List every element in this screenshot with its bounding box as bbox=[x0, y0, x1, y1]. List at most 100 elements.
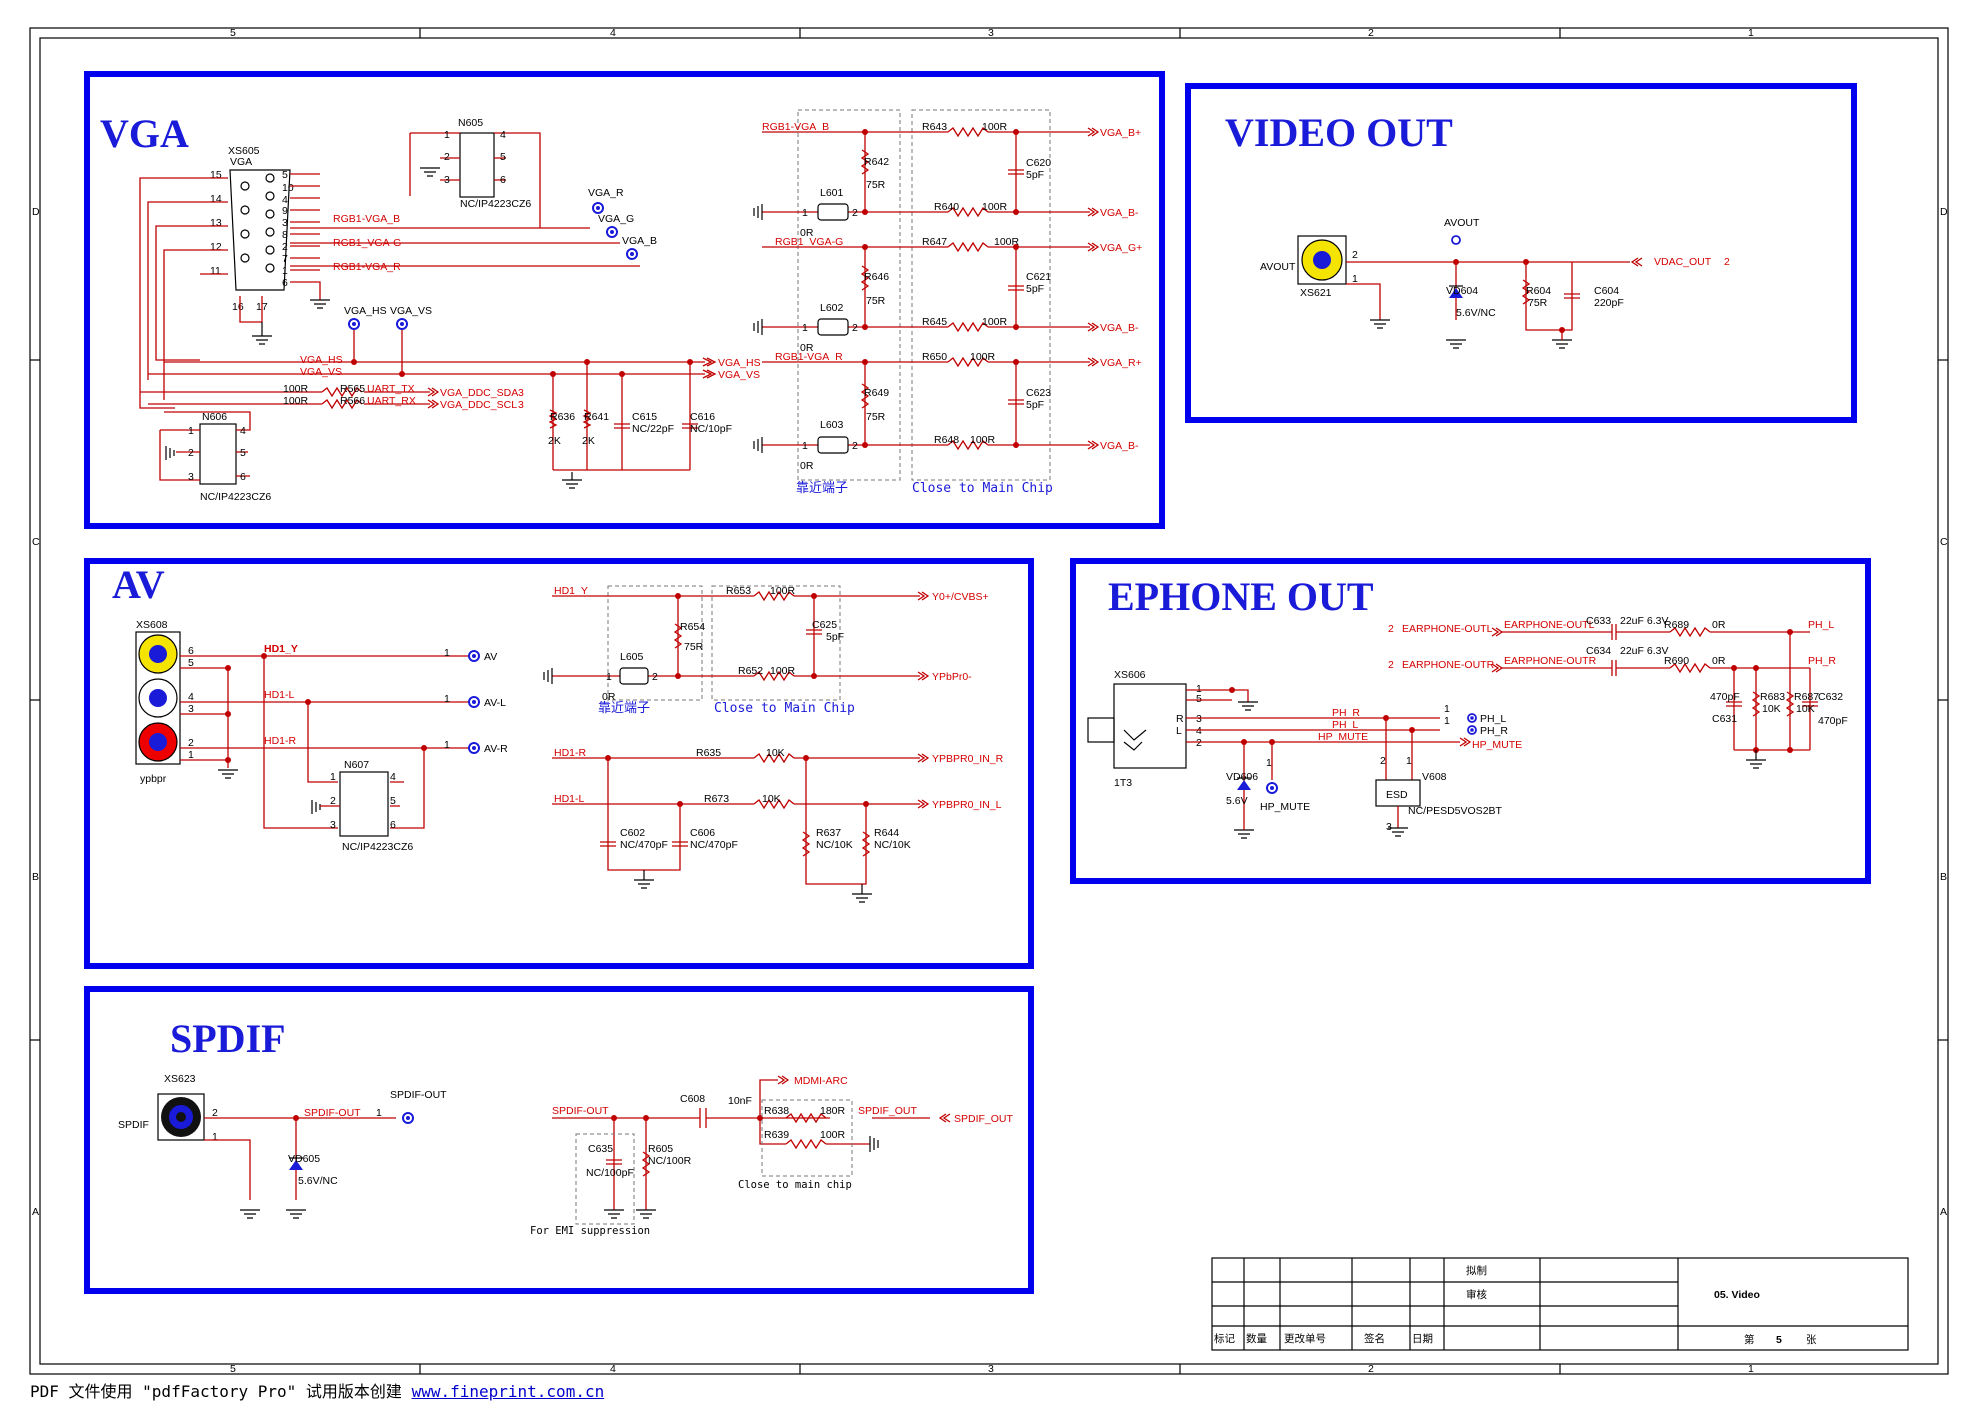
c615-ref: C615 bbox=[632, 411, 657, 423]
xs621-pin-2: 2 bbox=[1352, 249, 1358, 261]
spdif-out-net-2: SPDIF-OUT bbox=[552, 1105, 609, 1117]
rgb-filter-b: RGB1-VGA_B R642 75R L601 1 2 0R R643 100… bbox=[753, 121, 1141, 239]
av-near-connector-box bbox=[607, 585, 703, 701]
vd604-val: 5.6V/NC bbox=[1456, 307, 1496, 319]
tp-av-r: AV-R bbox=[484, 743, 508, 755]
n607-pin-1: 1 bbox=[330, 771, 336, 783]
port-vga-g-plus: VGA_G+ bbox=[1100, 242, 1142, 254]
vga-net-r: RGB1-VGA_R bbox=[333, 261, 401, 273]
uart-rx-net: UART_RX bbox=[367, 395, 416, 407]
sheet-number: 5 bbox=[1776, 1334, 1782, 1346]
av-note-close-main-chip: Close to Main Chip bbox=[714, 701, 855, 716]
r638-ref: R638 bbox=[764, 1105, 789, 1117]
c635-ref: C635 bbox=[588, 1143, 613, 1155]
l603-pin-2: 2 bbox=[852, 440, 858, 452]
border-col-2-bottom: 2 bbox=[1368, 1363, 1374, 1375]
tp-ph-r: PH_R bbox=[1480, 725, 1508, 737]
vdac-out-net: VDAC_OUT bbox=[1654, 256, 1712, 268]
c625-val: 5pF bbox=[826, 631, 844, 643]
l602-pin-1: 1 bbox=[802, 322, 808, 334]
border-row-b-right: B bbox=[1940, 871, 1947, 883]
r566-val: 100R bbox=[283, 395, 309, 407]
av-section: XS608 ypbpr 6 5 4 3 2 1 HD1_Y HD1-L HD1-… bbox=[135, 585, 1004, 903]
r647-ref: R647 bbox=[922, 236, 947, 248]
l602-val: 0R bbox=[800, 342, 814, 354]
border-row-c-right: C bbox=[1940, 536, 1948, 548]
footer-link[interactable]: www.fineprint.com.cn bbox=[411, 1382, 605, 1401]
vd604-ref: VD604 bbox=[1446, 285, 1478, 297]
vga-testpoints: VGA_R VGA_G VGA_B VGA_HS VGA_VS bbox=[344, 187, 657, 330]
vga-pin-10: 10 bbox=[282, 182, 294, 194]
r641-ref: R641 bbox=[584, 411, 609, 423]
vd605-val: 5.6V/NC bbox=[298, 1175, 338, 1187]
av-note-near-connector: 靠近端子 bbox=[598, 700, 650, 715]
tp-vga-g: VGA_G bbox=[598, 213, 634, 225]
xs608-name: ypbpr bbox=[140, 773, 167, 785]
c633-val: 22uF 6.3V bbox=[1620, 615, 1668, 627]
av-tp-num-3: 1 bbox=[444, 739, 450, 751]
c615-val: NC/22pF bbox=[632, 423, 674, 435]
r605-ref: R605 bbox=[648, 1143, 673, 1155]
spdif-tp-num: 1 bbox=[376, 1107, 382, 1119]
vga-pin-13: 13 bbox=[210, 217, 222, 229]
uart-tx-net: UART_TX bbox=[367, 383, 415, 395]
spdif-out-net-3: SPDIF_OUT bbox=[858, 1105, 918, 1117]
c604-val: 220pF bbox=[1594, 297, 1624, 309]
tp-ph-l: PH_L bbox=[1480, 713, 1506, 725]
ephone-out-frame bbox=[1070, 558, 1871, 884]
border-col-3: 3 bbox=[988, 27, 994, 39]
esd-pin-2: 2 bbox=[1380, 755, 1386, 767]
r644-val: NC/10K bbox=[874, 839, 911, 851]
vga-title: VGA bbox=[100, 111, 189, 156]
r643-val: 100R bbox=[982, 121, 1008, 133]
border-row-c: C bbox=[32, 536, 40, 548]
note-near-connector: 靠近端子 bbox=[796, 480, 848, 495]
xs606-pin-4: 4 bbox=[1196, 725, 1202, 737]
r604-val: 75R bbox=[1528, 297, 1548, 309]
r689-val: 0R bbox=[1712, 619, 1726, 631]
vga-connector: XS605 VGA 15 14 13 12 11 5 10 4 9 3 8 2 … bbox=[210, 145, 294, 313]
xs623-ref: XS623 bbox=[164, 1073, 196, 1085]
border-row-a: A bbox=[32, 1206, 39, 1218]
r637-ref: R637 bbox=[816, 827, 841, 839]
n606-pin-5: 5 bbox=[240, 447, 246, 459]
vga-pin-4: 4 bbox=[282, 194, 288, 206]
tp-vga-r: VGA_R bbox=[588, 187, 624, 199]
vga-conn-ref: XS605 bbox=[228, 145, 260, 157]
rgb-filter-g: RGB1_VGA-G R646 75R L602 1 2 0R R647 100… bbox=[753, 236, 1142, 354]
n607-pin-4: 4 bbox=[390, 771, 396, 783]
footer-text: PDF 文件使用 "pdfFactory Pro" 试用版本创建 bbox=[30, 1382, 412, 1401]
xs608-pin-3: 3 bbox=[188, 703, 194, 715]
r647-val: 100R bbox=[994, 236, 1020, 248]
c623-ref: C623 bbox=[1026, 387, 1051, 399]
esd-pin-3: 3 bbox=[1386, 821, 1392, 833]
vga-pin-11: 11 bbox=[210, 265, 221, 277]
r635-ref: R635 bbox=[696, 747, 721, 759]
port-ddc-scl: VGA_DDC_SCL bbox=[440, 399, 517, 411]
n607-pin-6: 6 bbox=[390, 819, 396, 831]
l603-ref: L603 bbox=[820, 419, 844, 431]
vga-net-vs: VGA_VS bbox=[300, 366, 342, 378]
r673-val: 10K bbox=[762, 793, 781, 805]
r565-val: 100R bbox=[283, 383, 309, 395]
c620-val: 5pF bbox=[1026, 169, 1044, 181]
av-testpoints: 1 1 1 AV AV-L AV-R bbox=[444, 647, 508, 755]
xs608-pin-6: 6 bbox=[188, 645, 194, 657]
n605-pin-2: 2 bbox=[444, 151, 450, 163]
c635-val: NC/100pF bbox=[586, 1167, 634, 1179]
l601-ref: L601 bbox=[820, 187, 844, 199]
c621-val: 5pF bbox=[1026, 283, 1044, 295]
r687-val: 10K bbox=[1796, 703, 1815, 715]
earphone-r-num: 2 bbox=[1388, 659, 1394, 671]
n605-pin-1: 1 bbox=[444, 129, 450, 141]
port-ddc-sda: VGA_DDC_SDA bbox=[440, 387, 518, 399]
vga-pin-6: 6 bbox=[282, 277, 288, 289]
spdif-frame bbox=[84, 986, 1034, 1294]
n607-pin-3: 3 bbox=[330, 819, 336, 831]
r683-val: 10K bbox=[1762, 703, 1781, 715]
esd-part: NC/PESD5VOS2BT bbox=[1408, 805, 1503, 817]
av-audio-net-r: HD1-R bbox=[554, 747, 587, 759]
n606-ref: N606 bbox=[202, 411, 227, 423]
r645-ref: R645 bbox=[922, 316, 947, 328]
xs623-name: SPDIF bbox=[118, 1119, 149, 1131]
